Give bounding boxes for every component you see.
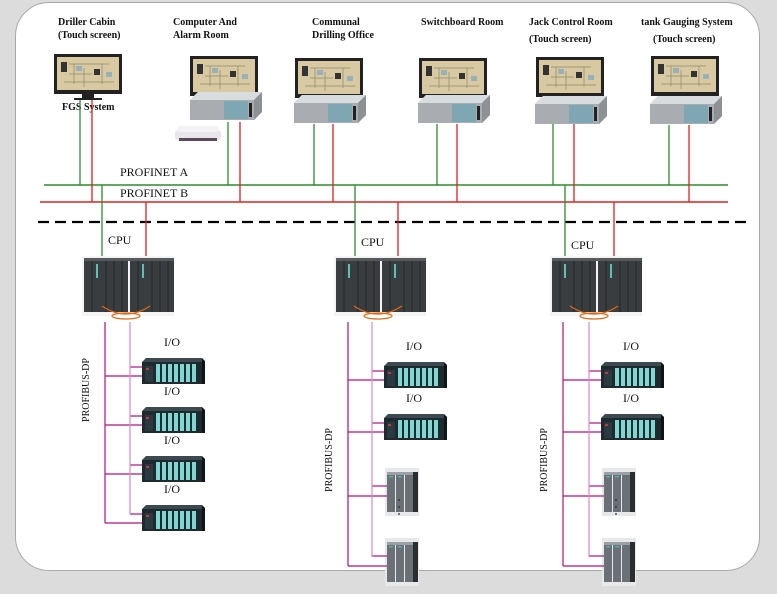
ellipsis-dot [615, 513, 617, 515]
station-label: Jack Control Room [529, 17, 613, 28]
redundant-cpu-rack-icon [333, 255, 427, 320]
profinet-b-label: PROFINET B [120, 186, 188, 200]
cpu-label: CPU [571, 238, 595, 252]
io-module-icon [142, 358, 205, 384]
ellipsis-dot [615, 499, 617, 501]
ellipsis-dot [398, 499, 400, 501]
workstation-icon [650, 96, 722, 124]
station-label: Switchboard Room [421, 17, 504, 28]
profibus-dp-label: PROFIBUS-DP [539, 428, 550, 492]
cpu-label: CPU [108, 233, 132, 247]
io-label: I/O [623, 339, 639, 353]
redundant-cpu-rack-icon [549, 255, 643, 320]
controller-cpu2: CPU I/O I/O PROFIBUS-DP [324, 185, 447, 586]
controller-cpu3: CPU I/O I/O PROFIBUS-DP [539, 185, 664, 586]
ellipsis-dot [615, 506, 617, 508]
io-module-icon [142, 407, 205, 433]
io-module-icon [142, 456, 205, 482]
io-label: I/O [164, 433, 180, 447]
cpu-label: CPU [361, 235, 385, 249]
io-module-icon [384, 362, 447, 388]
workstation-icon [418, 95, 490, 123]
workstation-icon [294, 95, 366, 123]
io-label: I/O [164, 335, 180, 349]
controller-layer: CPU I/O I/O I/O I/O PROFIBUS-DP CPU I/O I/O PROFI… [81, 185, 664, 586]
station-sublabel: (Touch screen) [58, 30, 121, 41]
monitor-icon [650, 55, 720, 103]
io-label: I/O [406, 339, 422, 353]
io-module-icon [601, 414, 664, 440]
workstation-icon [535, 96, 607, 124]
io-module-icon [384, 414, 447, 440]
printer-icon [175, 126, 221, 141]
et200-module-icon [602, 538, 636, 586]
station-label: Driller Cabin [58, 17, 116, 28]
station-tank-gauging-system: tank Gauging System (Touch screen) [641, 17, 733, 124]
station-computer-alarm-room: Computer And Alarm Room [173, 17, 262, 141]
profibus-dp-label: PROFIBUS-DP [324, 428, 335, 492]
fgs-system-label: FGS System [62, 102, 115, 113]
station-label: Communal [312, 17, 360, 28]
io-label: I/O [164, 482, 180, 496]
station-communal-drilling-office: Communal Drilling Office [294, 17, 374, 123]
profinet-lines [40, 100, 728, 203]
io-label: I/O [623, 391, 639, 405]
controller-cpu1: CPU I/O I/O I/O I/O PROFIBUS-DP [81, 185, 205, 531]
station-label: Computer And [173, 17, 237, 28]
station-sublabel: (Touch screen) [529, 34, 592, 45]
io-label: I/O [164, 384, 180, 398]
station-jack-control-room: Jack Control Room (Touch screen) [529, 17, 613, 124]
touch-panel-icon [53, 53, 123, 101]
station-label: tank Gauging System [641, 17, 733, 28]
ellipsis-dot [398, 506, 400, 508]
station-driller-cabin: Driller Cabin (Touch screen) FGS System [53, 17, 123, 113]
et200-module-icon [385, 538, 419, 586]
workstation-icon [190, 92, 262, 120]
et200-module-icon [602, 468, 636, 516]
redundant-cpu-rack-icon [81, 255, 175, 320]
station-switchboard-room: Switchboard Room [418, 17, 504, 123]
station-sublabel: (Touch screen) [653, 34, 716, 45]
io-module-icon [142, 505, 205, 531]
station-sublabel: Alarm Room [173, 30, 229, 41]
io-label: I/O [406, 391, 422, 405]
profibus-dp-label: PROFIBUS-DP [81, 358, 92, 422]
station-sublabel: Drilling Office [312, 30, 374, 41]
et200-module-icon [385, 468, 419, 516]
ellipsis-dot [398, 513, 400, 515]
io-module-icon [601, 362, 664, 388]
profinet-a-label: PROFINET A [120, 165, 188, 179]
